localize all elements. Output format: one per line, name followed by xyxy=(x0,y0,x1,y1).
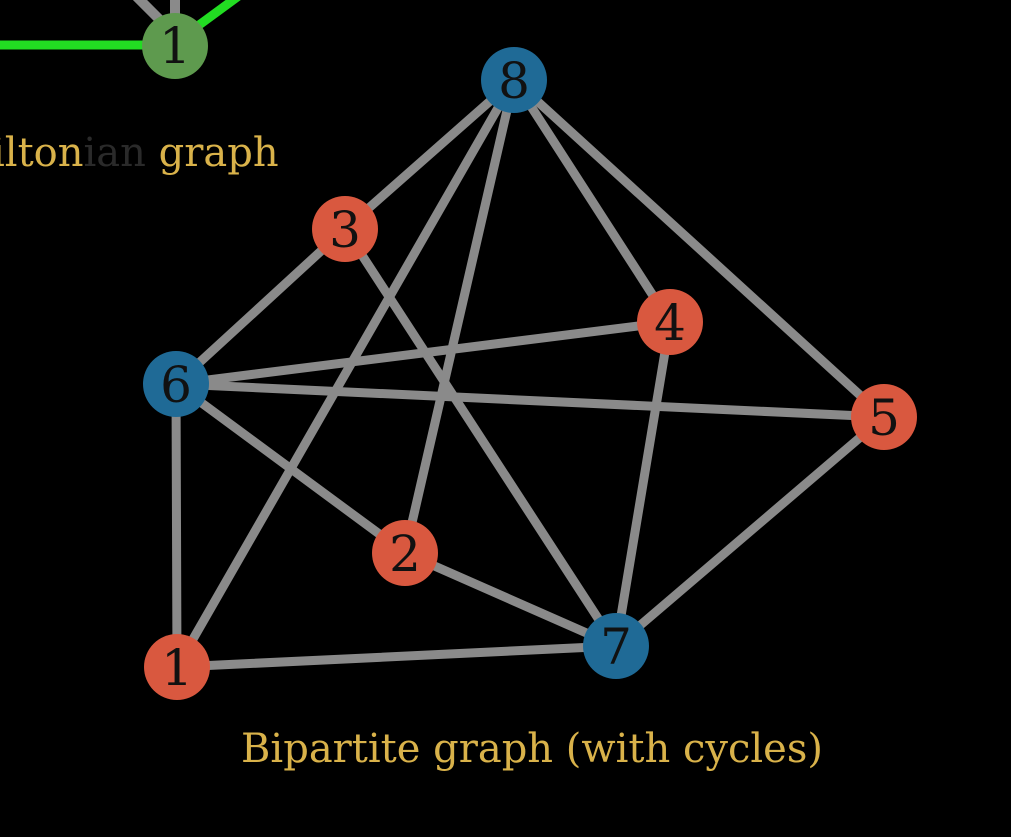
node-7: 7 xyxy=(583,613,649,679)
node-1: 1 xyxy=(144,634,210,700)
node-4-circle xyxy=(637,289,703,355)
edge-8-1 xyxy=(172,75,519,672)
edge-8-5 xyxy=(509,75,889,422)
edge-7-1 xyxy=(172,641,621,672)
bipartite-edges xyxy=(171,75,889,672)
edge-7-4 xyxy=(611,317,675,651)
node-3-label: 3 xyxy=(329,201,361,259)
node-7-circle xyxy=(583,613,649,679)
bipartite-graph-caption: Bipartite graph (with cycles) xyxy=(241,726,823,772)
node-6: 6 xyxy=(143,351,209,417)
node-8-label: 8 xyxy=(498,52,530,110)
edge-6-5 xyxy=(171,379,889,422)
node-6-circle xyxy=(143,351,209,417)
edge-6-3 xyxy=(171,224,350,389)
previous-graph-caption: iltonian graph xyxy=(0,130,279,176)
previous-graph-caption-faded: ian xyxy=(84,130,146,176)
node-5-label: 5 xyxy=(868,389,900,447)
node-2: 2 xyxy=(372,520,438,586)
node-8-circle xyxy=(481,47,547,113)
node-8: 8 xyxy=(481,47,547,113)
node-3-circle xyxy=(312,196,378,262)
node-7-label: 7 xyxy=(600,618,632,676)
edge-6-2 xyxy=(171,379,410,558)
node-1-circle xyxy=(144,634,210,700)
edge-7-3 xyxy=(340,224,621,651)
node-4: 4 xyxy=(637,289,703,355)
edge-7-2 xyxy=(400,548,621,651)
node-5-circle xyxy=(851,384,917,450)
node-3: 3 xyxy=(312,196,378,262)
edge-7-5 xyxy=(611,412,889,651)
previous-graph-caption-right: graph xyxy=(146,130,279,176)
previous-graph-node-1 xyxy=(142,13,208,79)
node-4-label: 4 xyxy=(654,294,686,352)
node-5: 5 xyxy=(851,384,917,450)
edge-8-3 xyxy=(340,75,519,234)
previous-graph-caption-left: ilton xyxy=(0,130,84,176)
previous-graph-node-1-label: 1 xyxy=(159,17,191,75)
bipartite-nodes: 8 3 4 6 5 2 1 7 xyxy=(143,47,917,700)
previous-graph-fragment: 1 iltonian graph xyxy=(0,0,279,176)
node-2-circle xyxy=(372,520,438,586)
edge-6-1 xyxy=(171,379,182,672)
edge-8-4 xyxy=(509,75,675,327)
node-1-label: 1 xyxy=(161,639,193,697)
node-2-label: 2 xyxy=(389,525,421,583)
previous-graph-edge-green-diagonal xyxy=(190,0,241,33)
edge-8-2 xyxy=(400,75,519,558)
node-6-label: 6 xyxy=(160,356,192,414)
